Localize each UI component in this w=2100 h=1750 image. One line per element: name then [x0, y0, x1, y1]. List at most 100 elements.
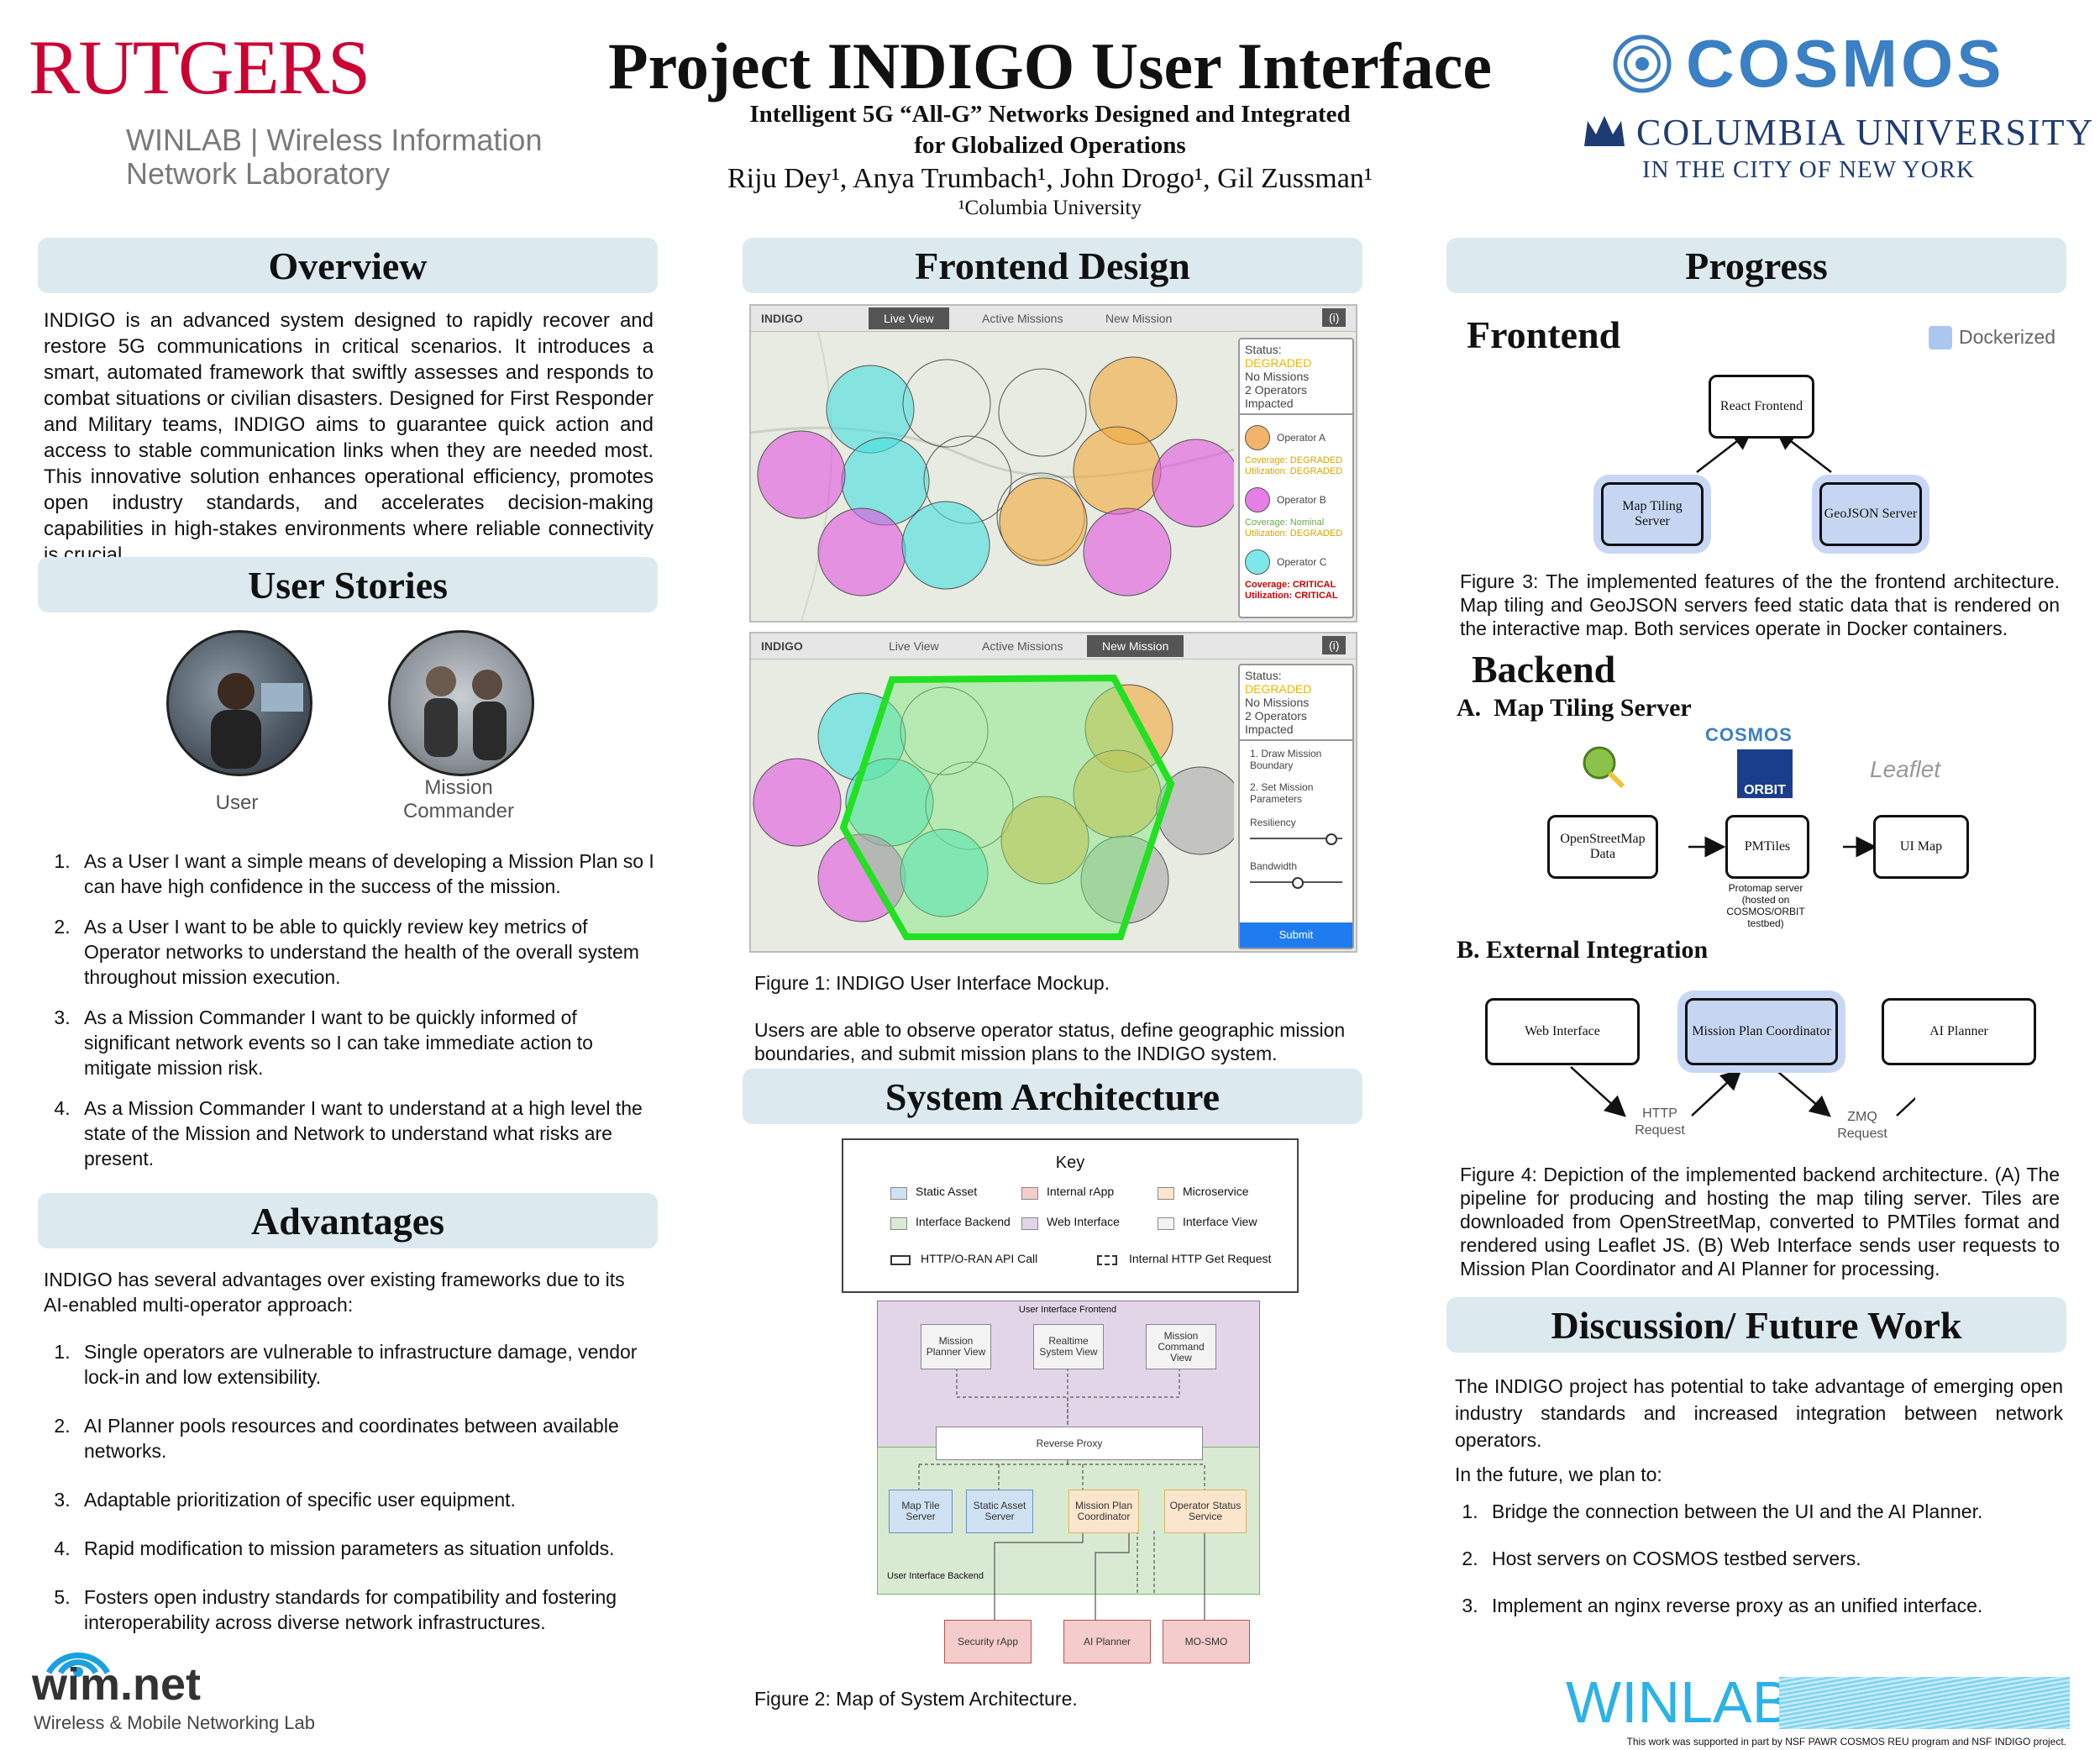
key-title: Key	[1055, 1154, 1085, 1172]
list-item: As a User I want a simple means of devel…	[76, 849, 655, 899]
web-interface-box: Web Interface	[1485, 998, 1640, 1065]
mo-smo: MO-SMO	[1163, 1620, 1250, 1663]
mission-planner-view: Mission Planner View	[921, 1324, 991, 1369]
mission-plan-coordinator: Mission Plan Coordinator	[1068, 1490, 1139, 1533]
geojson-server-box: GeoJSON Server	[1819, 482, 1922, 546]
list-item: AI Planner pools resources and coordinat…	[76, 1413, 655, 1464]
advantages-list: Single operators are vulnerable to infra…	[44, 1339, 655, 1650]
list-item: Bridge the connection between the UI and…	[1483, 1499, 2060, 1524]
key-swatch	[1158, 1187, 1174, 1200]
list-item: Host servers on COSMOS testbed servers.	[1483, 1546, 2060, 1571]
brand-label: INDIGO	[761, 639, 803, 653]
operator-a-coverage: Coverage: DEGRADED	[1245, 455, 1343, 465]
operator-c-coverage: Coverage: CRITICAL	[1245, 580, 1336, 590]
zmq-request-label: ZMQ Request	[1837, 1110, 1887, 1141]
integration-arrows	[1570, 1066, 1915, 1117]
key-swatch	[1021, 1187, 1038, 1200]
mission-plan-coordinator-box: Mission Plan Coordinator	[1685, 998, 1838, 1065]
tab-live-view[interactable]: Live View	[889, 639, 939, 653]
architecture-key: Key HTTP/O-RAN API Call Internal HTTP Ge…	[842, 1138, 1299, 1293]
operator-c-label: Operator C	[1277, 555, 1327, 568]
dockerized-swatch	[1929, 326, 1952, 349]
key-label: Static Asset	[916, 1185, 978, 1198]
list-item: Adaptable prioritization of specific use…	[76, 1487, 655, 1512]
frontend-region-label: User Interface Frontend	[1018, 1305, 1117, 1315]
ui-map-box: UI Map	[1873, 815, 1969, 879]
operator-b-label: Operator B	[1277, 493, 1326, 506]
static-asset-server: Static Asset Server	[966, 1490, 1033, 1533]
bandwidth-slider-knob[interactable]	[1292, 877, 1304, 889]
winlab-bottom-logo: WINLAB	[1566, 1669, 1792, 1735]
bandwidth-slider[interactable]	[1250, 875, 1342, 889]
step-draw-boundary[interactable]: 1. Draw Mission Boundary	[1250, 748, 1322, 771]
operator-b-swatch	[1245, 487, 1270, 512]
mockup-topbar: INDIGO Live View Active Missions New Mis…	[751, 633, 1356, 660]
progress-heading: Progress	[1446, 238, 2066, 293]
tab-live-view[interactable]: Live View	[869, 307, 949, 329]
key-swatch	[890, 1187, 907, 1200]
columbia-line2: IN THE CITY OF NEW YORK	[1642, 156, 1975, 183]
list-item: Implement an nginx reverse proxy as an u…	[1483, 1593, 2060, 1618]
cosmos-logo: COSMOS	[1609, 27, 2054, 101]
step-set-parameters[interactable]: 2. Set Mission Parameters	[1250, 781, 1314, 805]
frontend-design-heading: Frontend Design	[743, 238, 1362, 293]
tab-new-mission[interactable]: New Mission	[1087, 635, 1184, 657]
tab-active-missions[interactable]: Active Missions	[982, 639, 1063, 653]
tab-new-mission[interactable]: New Mission	[1105, 312, 1173, 325]
commander-photo	[388, 630, 534, 776]
operator-a-label: Operator A	[1277, 431, 1326, 444]
map-tiling-subheading: A. Map Tiling Server	[1457, 694, 1692, 722]
status-label: Status:	[1245, 343, 1282, 356]
info-button[interactable]: (i)	[1322, 308, 1347, 327]
impacted-line: Impacted	[1245, 723, 1294, 736]
user-stories-heading: User Stories	[38, 557, 658, 612]
backend-region-label: User Interface Backend	[887, 1571, 984, 1581]
list-item: As a Mission Commander I want to be quic…	[76, 1005, 655, 1080]
operator-b-coverage: Coverage: Nominal	[1245, 518, 1325, 528]
map-canvas[interactable]	[751, 660, 1234, 951]
reverse-proxy: Reverse Proxy	[936, 1427, 1203, 1460]
mission-boundary[interactable]	[839, 674, 1175, 940]
list-item: As a User I want to be able to quickly r…	[76, 914, 655, 990]
columbia-crown-icon	[1581, 113, 1628, 155]
persona-commander-line1: Mission	[424, 776, 493, 799]
figure4-caption: Figure 4: Depiction of the implemented b…	[1460, 1164, 2060, 1280]
status-label: Status:	[1245, 669, 1282, 682]
subtitle-line1: Intelligent 5G “All-G” Networks Designed…	[749, 101, 1351, 128]
discussion-intro: In the future, we plan to:	[1455, 1464, 1662, 1485]
overview-text: INDIGO is an advanced system designed to…	[44, 309, 654, 566]
winlab-logo-line2: Network Laboratory	[126, 156, 391, 191]
operator-a-swatch	[1245, 425, 1270, 450]
mission-panel: Status: DEGRADED No Missions 2 Operators…	[1238, 664, 1354, 949]
key-swatch	[1021, 1217, 1038, 1230]
wimnet-logo: wim.net	[32, 1659, 202, 1710]
discussion-heading: Discussion/ Future Work	[1446, 1297, 2066, 1353]
frontend-subheading: Frontend	[1467, 313, 1621, 356]
key-label: Microservice	[1183, 1185, 1249, 1198]
info-button[interactable]: (i)	[1322, 636, 1347, 654]
mockup-new-mission: INDIGO Live View Active Missions New Mis…	[749, 632, 1357, 953]
status-value: DEGRADED	[1245, 356, 1312, 370]
authors: Riju Dey¹, Anya Trumbach¹, John Drogo¹, …	[727, 163, 1373, 194]
submit-button[interactable]: Submit	[1240, 922, 1352, 948]
key-swatch	[890, 1217, 907, 1230]
key-label: Interface Backend	[916, 1215, 1011, 1228]
ai-planner: AI Planner	[1063, 1620, 1151, 1663]
rutgers-logo: RUTGERS	[29, 24, 370, 110]
status-value: DEGRADED	[1245, 682, 1312, 696]
key-solid-line	[890, 1255, 911, 1265]
resiliency-slider[interactable]	[1250, 832, 1342, 845]
key-label: Web Interface	[1047, 1215, 1120, 1228]
operators-line: 2 Operators	[1245, 383, 1307, 397]
resiliency-slider-knob[interactable]	[1326, 833, 1337, 845]
user-photo	[166, 630, 312, 776]
architecture-connectors	[918, 1368, 1205, 1637]
persona-user-label: User	[215, 791, 259, 814]
subtitle-line2: for Globalized Operations	[914, 132, 1186, 159]
external-integration-subheading: B. External Integration	[1457, 936, 1709, 964]
advantages-heading: Advantages	[38, 1193, 658, 1248]
tab-active-missions[interactable]: Active Missions	[982, 312, 1063, 325]
mockup-live-view: INDIGO Live View Active Missions New Mis…	[749, 304, 1357, 623]
map-canvas[interactable]	[751, 332, 1234, 621]
figure3-caption: Figure 3: The implemented features of th…	[1460, 570, 2060, 639]
